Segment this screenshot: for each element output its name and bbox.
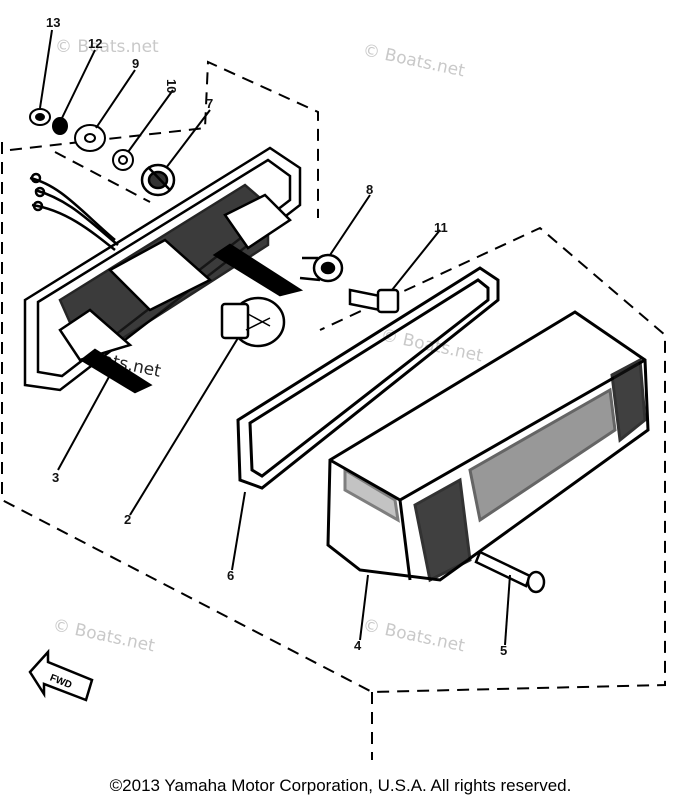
callout-part-3: 3 — [52, 470, 59, 485]
washer-part-9 — [74, 124, 106, 152]
callout-part-6: 6 — [227, 568, 234, 583]
bushing-part-7 — [140, 163, 176, 197]
lamp-base-housing — [23, 146, 304, 394]
parts-diagram: © Boats.net © Boats.net © Boats.net © Bo… — [1, 15, 666, 760]
callout-part-2: 2 — [124, 512, 131, 527]
watermark: © Boats.net — [55, 37, 159, 57]
wire-harness — [29, 172, 119, 251]
callout-part-12: 12 — [88, 36, 102, 51]
callout-part-8: 8 — [366, 182, 373, 197]
nut-part-13 — [29, 108, 51, 126]
copyright-notice: ©2013 Yamaha Motor Corporation, U.S.A. A… — [109, 776, 572, 795]
callout-part-11: 11 — [434, 220, 448, 235]
gasket-part-6 — [236, 266, 500, 490]
grommet-part-10 — [112, 149, 134, 171]
callout-part-4: 4 — [354, 638, 362, 653]
callout-part-13: 13 — [46, 15, 60, 30]
watermark: © Boats.net — [361, 40, 467, 81]
washer-part-12 — [52, 117, 68, 135]
collar-part-8 — [299, 253, 344, 283]
lens-part-4 — [326, 310, 650, 583]
callout-part-5: 5 — [500, 643, 507, 658]
watermark: © Boats.net — [51, 615, 157, 656]
fwd-arrow-icon: FWD — [28, 648, 94, 702]
leader-lines — [39, 29, 511, 646]
bolt-part-11 — [348, 288, 400, 314]
callout-part-9: 9 — [132, 56, 139, 71]
callout-part-7: 7 — [206, 96, 213, 111]
bulb-part-2 — [220, 296, 286, 348]
watermark: © Boats.net — [361, 615, 467, 656]
screw-part-5 — [474, 550, 546, 594]
callout-part-10: 10 — [164, 79, 179, 93]
